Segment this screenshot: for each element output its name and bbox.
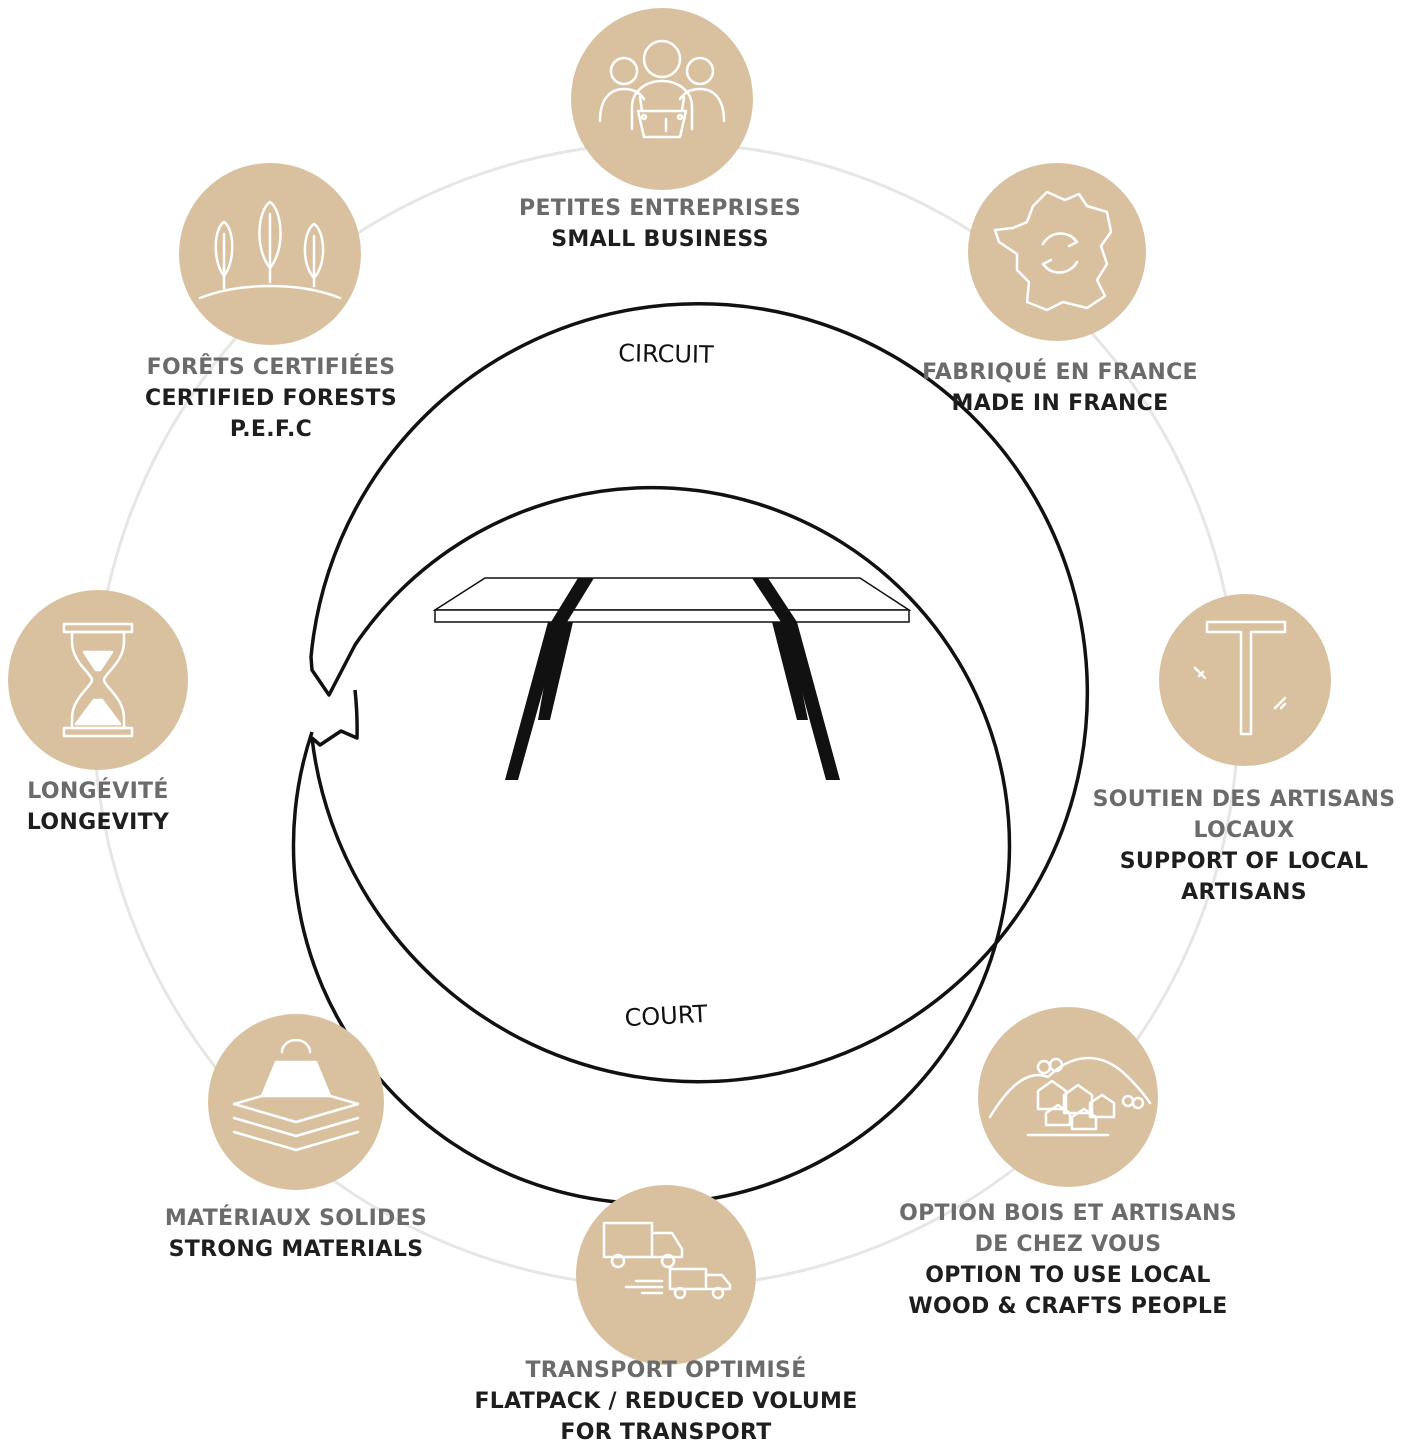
local-artisans-label: SOUTIEN DES ARTISANS LOCAUX SUPPORT OF LOC…	[1093, 784, 1396, 908]
transport-label: TRANSPORT OPTIMISÉ FLATPACK / REDUCED VOL…	[474, 1355, 857, 1448]
local-artisans-fr-line: LOCAUX	[1193, 818, 1295, 843]
longevity-badge	[8, 590, 188, 770]
local-wood-circle	[978, 1007, 1158, 1187]
hand-plane-tool-icon	[1193, 620, 1287, 736]
local-wood-label: OPTION BOIS ET ARTISANS DE CHEZ VOUS OPTIO…	[899, 1198, 1237, 1322]
made-in-france-en-line: MADE IN FRANCE	[951, 391, 1169, 416]
made-in-france-circle	[968, 163, 1146, 341]
weight-layers-icon	[232, 1038, 360, 1152]
local-artisans-en-line: ARTISANS	[1181, 880, 1307, 905]
made-in-france-label: FABRIQUÉ EN FRANCE MADE IN FRANCE	[922, 357, 1198, 419]
transport-en-line: FOR TRANSPORT	[560, 1420, 772, 1445]
strong-materials-badge	[208, 1014, 384, 1190]
transport-circle	[576, 1185, 756, 1365]
small-business-fr-line: PETITES ENTREPRISES	[519, 196, 801, 221]
court-label: COURT	[624, 1000, 708, 1032]
village-hills-icon	[988, 1056, 1152, 1137]
trees-icon	[198, 200, 342, 300]
local-artisans-fr-line: SOUTIEN DES ARTISANS	[1092, 787, 1396, 812]
local-artisans-en-line: SUPPORT OF LOCAL	[1119, 849, 1369, 874]
circuit-court-arrow	[291, 301, 1090, 1206]
strong-materials-circle	[208, 1014, 384, 1190]
strong-materials-fr-line: MATÉRIAUX SOLIDES	[164, 1206, 428, 1231]
local-wood-fr-line: OPTION BOIS ET ARTISANS	[899, 1201, 1237, 1226]
longevity-circle	[8, 590, 188, 770]
delivery-trucks-icon	[602, 1221, 732, 1300]
artisans-group-icon	[598, 39, 726, 139]
france-map-icon	[993, 190, 1113, 312]
table-illustration	[432, 577, 912, 780]
small-business-label: PETITES ENTREPRISES SMALL BUSINESS	[519, 193, 801, 255]
made-in-france-fr-line: FABRIQUÉ EN FRANCE	[922, 360, 1198, 385]
hourglass-icon	[62, 622, 134, 738]
local-wood-fr-line: DE CHEZ VOUS	[974, 1232, 1162, 1257]
small-business-en-line: SMALL BUSINESS	[551, 227, 769, 252]
local-wood-badge	[978, 1007, 1158, 1187]
longevity-en-line: LONGEVITY	[26, 810, 170, 835]
strong-materials-en-line: STRONG MATERIALS	[168, 1237, 424, 1262]
small-business-badge	[571, 8, 753, 190]
small-business-circle	[571, 8, 753, 190]
local-artisans-circle	[1159, 594, 1331, 766]
transport-badge	[576, 1185, 756, 1365]
longevity-label: LONGÉVITÉ LONGEVITY	[27, 776, 169, 838]
transport-fr-line: TRANSPORT OPTIMISÉ	[525, 1358, 807, 1383]
certified-forests-badge	[179, 163, 361, 345]
local-wood-en-line: WOOD & CRAFTS PEOPLE	[908, 1294, 1228, 1319]
certified-forests-en-line: CERTIFIED FORESTS	[145, 386, 397, 411]
circuit-label: CIRCUIT	[618, 339, 714, 369]
certified-forests-en-line: P.E.F.C	[229, 417, 313, 442]
local-wood-en-line: OPTION TO USE LOCAL	[925, 1263, 1211, 1288]
certified-forests-fr-line: FORÊTS CERTIFIÉES	[146, 355, 396, 380]
certified-forests-label: FORÊTS CERTIFIÉES CERTIFIED FORESTS P.E.F.…	[145, 352, 397, 445]
local-artisans-badge	[1159, 594, 1331, 766]
strong-materials-label: MATÉRIAUX SOLIDES STRONG MATERIALS	[165, 1203, 427, 1265]
made-in-france-badge	[968, 163, 1146, 341]
transport-en-line: FLATPACK / REDUCED VOLUME	[474, 1389, 858, 1414]
longevity-fr-line: LONGÉVITÉ	[27, 779, 169, 804]
